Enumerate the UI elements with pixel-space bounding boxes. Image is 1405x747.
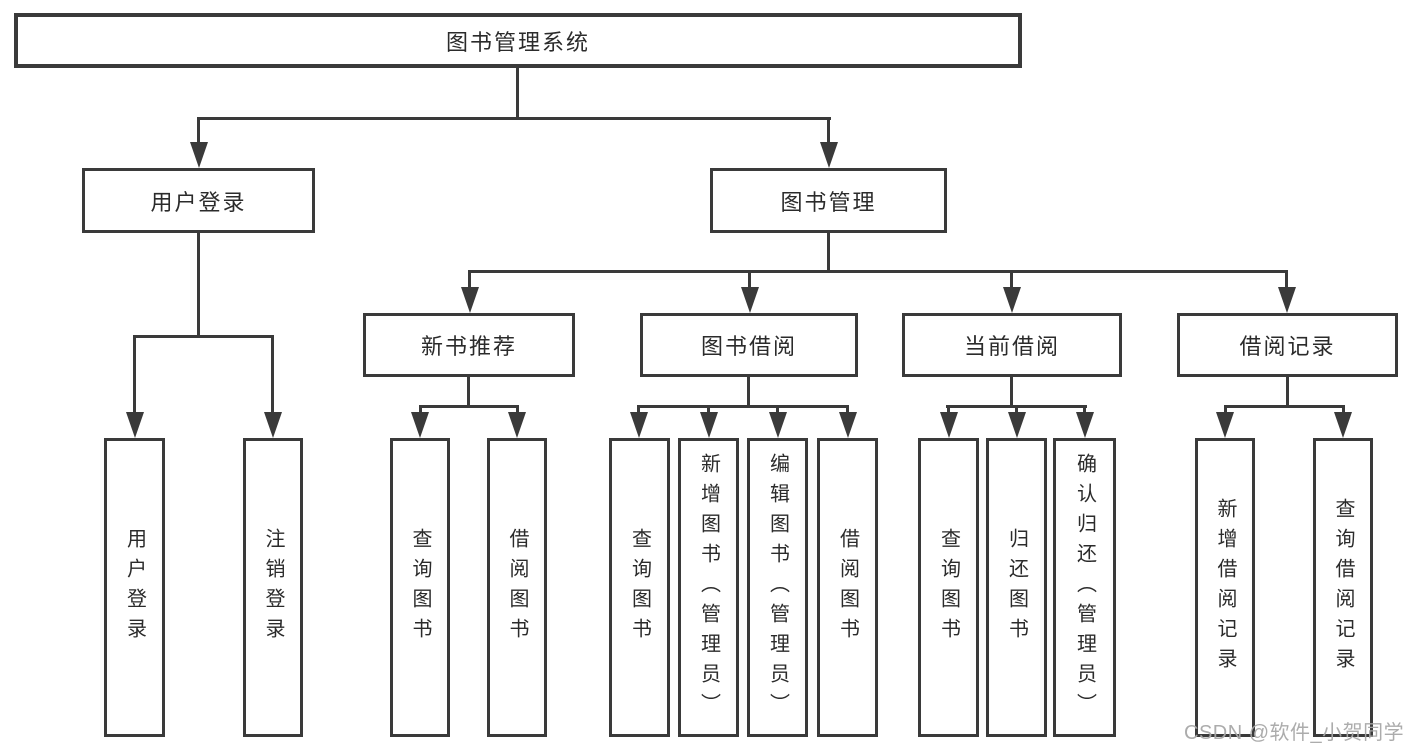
connector-line <box>776 406 779 414</box>
arrow-down-icon <box>461 287 479 313</box>
connector-line <box>197 233 200 336</box>
connector-line <box>516 406 519 414</box>
leaf-borrow-books-recommend: 借阅图书 <box>487 438 547 737</box>
leaf-query-books-recommend-label: 查询图书 <box>409 527 431 648</box>
watermark: CSDN @软件_小贺同学 <box>1184 722 1405 744</box>
arrow-down-icon <box>126 412 144 438</box>
connector-line <box>1010 377 1013 407</box>
node-current-borrow: 当前借阅 <box>902 313 1122 377</box>
node-borrow-record: 借阅记录 <box>1177 313 1398 377</box>
connector-line <box>846 406 849 414</box>
node-new-book-recommend: 新书推荐 <box>363 313 575 377</box>
leaf-add-books-admin-label: 新增图书（管理员） <box>697 452 720 723</box>
node-book-borrow-label: 图书借阅 <box>700 334 797 359</box>
leaf-add-borrow-record-label: 新增借阅记录 <box>1214 497 1236 678</box>
leaf-edit-books-admin-label: 编辑图书（管理员） <box>766 452 789 723</box>
arrow-down-icon <box>839 412 857 438</box>
connector-line <box>637 406 640 414</box>
node-user-login-label: 用户登录 <box>150 189 247 215</box>
leaf-logout: 注销登录 <box>243 438 303 737</box>
node-new-book-recommend-label: 新书推荐 <box>420 334 517 359</box>
arrow-down-icon <box>769 412 787 438</box>
arrow-down-icon <box>940 412 958 438</box>
connector-line <box>1342 406 1345 414</box>
connector-line <box>419 405 519 408</box>
connector-line <box>468 271 471 289</box>
leaf-borrow-books-recommend-label: 借阅图书 <box>506 527 528 648</box>
node-book-management-label: 图书管理 <box>780 189 877 215</box>
arrow-down-icon <box>820 142 838 168</box>
leaf-query-books-current: 查询图书 <box>918 438 979 737</box>
leaf-borrow-books-label: 借阅图书 <box>836 527 859 648</box>
leaf-query-borrow-record: 查询借阅记录 <box>1313 438 1373 737</box>
leaf-return-books: 归还图书 <box>986 438 1047 737</box>
arrow-down-icon <box>264 412 282 438</box>
connector-line <box>1224 405 1345 408</box>
leaf-logout-label: 注销登录 <box>262 527 284 648</box>
leaf-borrow-books: 借阅图书 <box>817 438 878 737</box>
arrow-down-icon <box>1003 287 1021 313</box>
connector-line <box>748 271 751 289</box>
arrow-down-icon <box>1278 287 1296 313</box>
connector-line <box>197 118 200 144</box>
arrow-down-icon <box>1334 412 1352 438</box>
connector-line <box>1285 271 1288 289</box>
arrow-down-icon <box>1008 412 1026 438</box>
connector-line <box>133 335 274 338</box>
node-current-borrow-label: 当前借阅 <box>963 334 1060 359</box>
node-borrow-record-label: 借阅记录 <box>1239 334 1336 359</box>
leaf-user-login: 用户登录 <box>104 438 165 737</box>
leaf-confirm-return-admin: 确认归还（管理员） <box>1053 438 1116 737</box>
leaf-query-borrow-record-label: 查询借阅记录 <box>1332 497 1354 678</box>
arrow-down-icon <box>190 142 208 168</box>
leaf-edit-books-admin: 编辑图书（管理员） <box>747 438 808 737</box>
leaf-user-login-label: 用户登录 <box>123 527 146 648</box>
connector-line <box>271 336 274 414</box>
connector-line <box>1083 406 1086 414</box>
node-book-management: 图书管理 <box>710 168 947 233</box>
connector-line <box>1286 377 1289 407</box>
arrow-down-icon <box>741 287 759 313</box>
connector-line <box>467 377 470 407</box>
connector-line <box>1224 406 1227 414</box>
leaf-confirm-return-admin-label: 确认归还（管理员） <box>1073 452 1096 723</box>
connector-line <box>133 336 136 414</box>
leaf-query-books-current-label: 查询图书 <box>937 527 960 648</box>
connector-line <box>827 118 830 144</box>
arrow-down-icon <box>1076 412 1094 438</box>
connector-line <box>747 377 750 407</box>
node-book-borrow: 图书借阅 <box>640 313 858 377</box>
arrow-down-icon <box>630 412 648 438</box>
leaf-return-books-label: 归还图书 <box>1005 527 1028 648</box>
node-library-system-label: 图书管理系统 <box>445 29 590 55</box>
connector-line <box>468 270 1288 273</box>
connector-line <box>1015 406 1018 414</box>
connector-line <box>637 405 849 408</box>
arrow-down-icon <box>1216 412 1234 438</box>
connector-line <box>516 68 519 118</box>
node-user-login: 用户登录 <box>82 168 315 233</box>
connector-line <box>707 406 710 414</box>
connector-line <box>197 117 831 120</box>
connector-line <box>1010 271 1013 289</box>
leaf-query-books-borrow: 查询图书 <box>609 438 670 737</box>
connector-line <box>947 406 950 414</box>
leaf-add-books-admin: 新增图书（管理员） <box>678 438 739 737</box>
arrow-down-icon <box>411 412 429 438</box>
leaf-query-books-recommend: 查询图书 <box>390 438 450 737</box>
arrow-down-icon <box>508 412 526 438</box>
arrow-down-icon <box>700 412 718 438</box>
connector-line <box>419 406 422 414</box>
node-library-system: 图书管理系统 <box>14 13 1022 68</box>
leaf-query-books-borrow-label: 查询图书 <box>628 527 651 648</box>
connector-line <box>827 233 830 271</box>
leaf-add-borrow-record: 新增借阅记录 <box>1195 438 1255 737</box>
